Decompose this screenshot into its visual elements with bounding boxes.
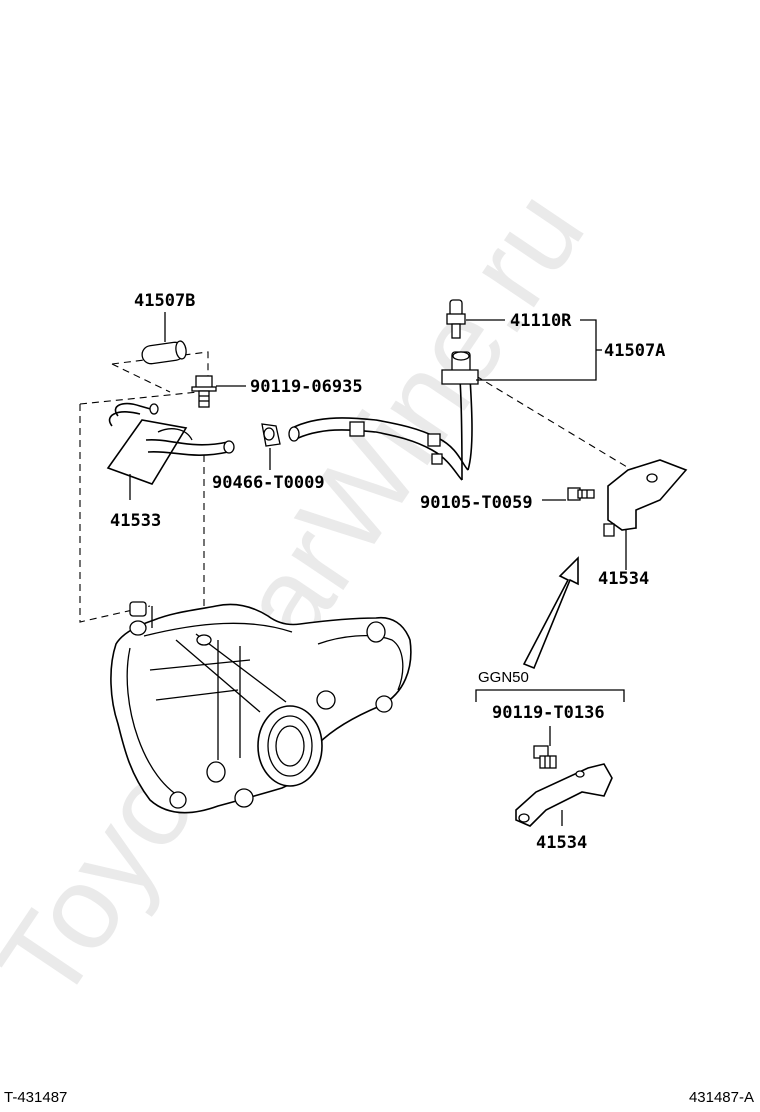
- bolt-90105-t0059-drawing: [542, 487, 595, 501]
- variant-bracket: [475, 689, 625, 746]
- label-41534-upper: 41534: [598, 569, 649, 589]
- diagram-code-right: 431487-A: [688, 1089, 754, 1106]
- bolt-90119-06935-drawing: [191, 375, 246, 408]
- label-90466-t0009: 90466-T0009: [212, 473, 325, 493]
- label-41533: 41533: [110, 511, 161, 531]
- label-90119-06935: 90119-06935: [250, 377, 363, 397]
- label-41507b: 41507B: [134, 291, 195, 311]
- breather-tube-41533-drawing: [106, 402, 235, 500]
- vent-plug-41110r-drawing: [446, 299, 505, 339]
- label-41110r: 41110R: [510, 311, 572, 331]
- tube-41507a-drawing: [288, 351, 479, 481]
- bolt-90119-t0136-drawing: [533, 745, 557, 769]
- dashed-guides: [79, 351, 633, 640]
- arrow-variant: [522, 556, 579, 670]
- label-41534-lower: 41534: [536, 833, 587, 853]
- diagram-code-left: T-431487: [4, 1089, 68, 1106]
- label-variant: GGN50: [478, 669, 529, 686]
- label-90105-t0059: 90105-T0059: [420, 493, 533, 513]
- bracket-41510a-leader: [476, 319, 602, 381]
- clip-90466-t0009-drawing: [261, 423, 281, 470]
- hose-41507b-drawing: [141, 340, 187, 365]
- bracket-41534-upper-drawing: [603, 459, 688, 570]
- label-90119-t0136: 90119-T0136: [492, 703, 605, 723]
- label-41507a: 41507A: [604, 341, 665, 361]
- bracket-41534-lower-drawing: [515, 763, 613, 827]
- differential-housing-drawing: [110, 601, 412, 814]
